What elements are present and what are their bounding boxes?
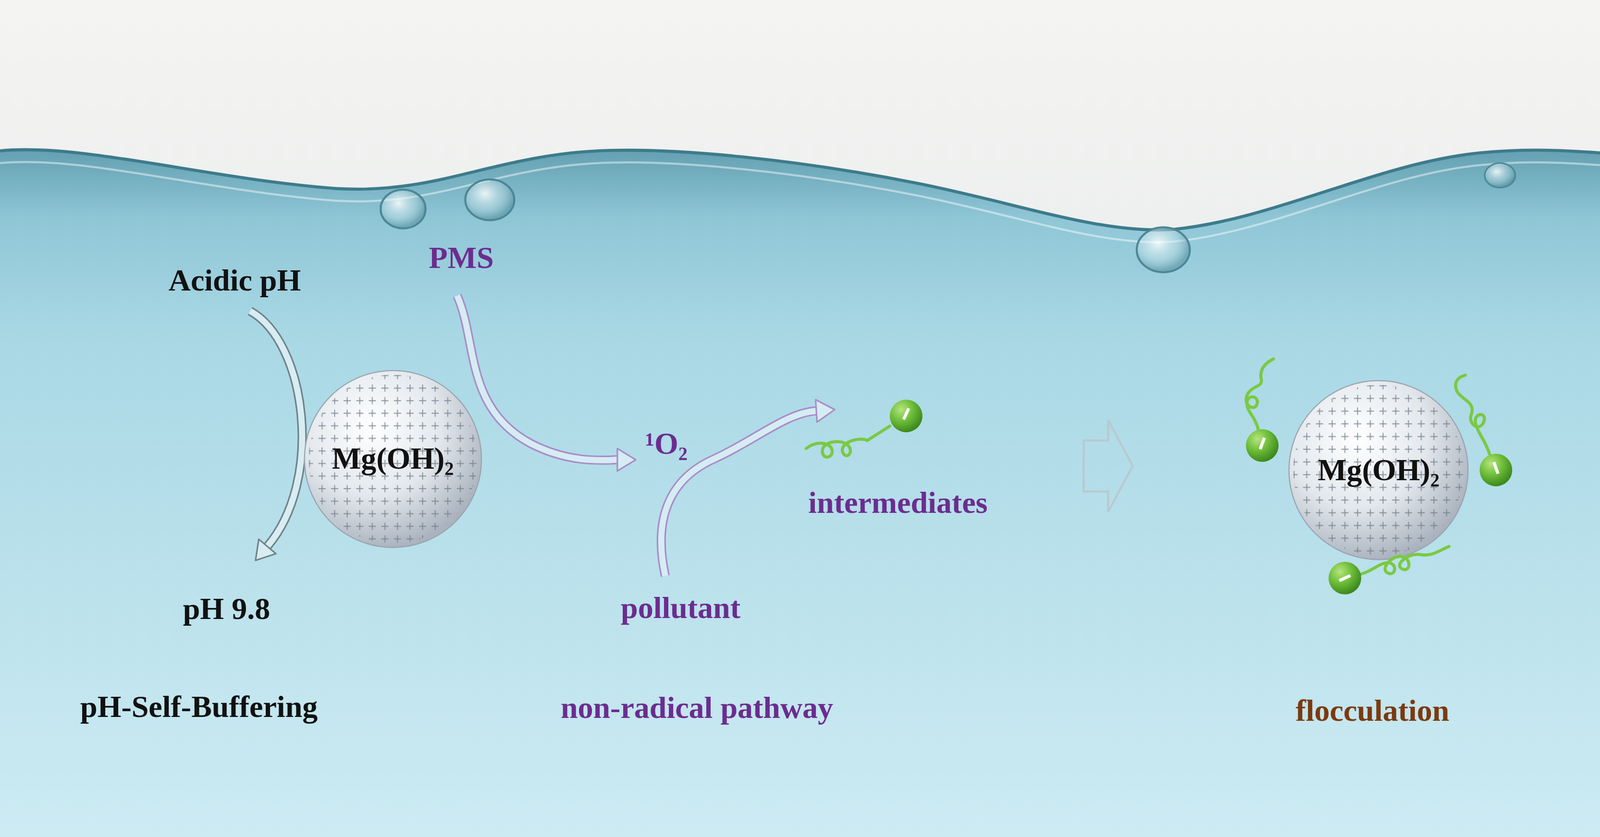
charge-pattern — [1292, 384, 1464, 556]
water-body — [0, 149, 1600, 837]
intermediate-molecule — [806, 358, 1490, 575]
charge-pattern — [308, 374, 478, 544]
sphere-body — [1289, 381, 1469, 561]
buffering-arrow — [249, 311, 303, 562]
reactant-label: pollutant — [620, 591, 741, 625]
product-label: intermediates — [808, 486, 988, 519]
stage-title: pH-Self-Buffering — [80, 690, 318, 724]
ph-label: Acidic pH — [168, 264, 302, 297]
activation-arrow — [456, 295, 636, 472]
charge-ball — [889, 399, 1513, 595]
node-text: Mg(OH)₂ — [1317, 453, 1440, 488]
stage-title: non-radical pathway — [560, 691, 834, 725]
ph-label: pH 9.8 — [183, 592, 271, 626]
surface-highlight — [0, 161, 1600, 243]
bubbles — [380, 163, 1516, 273]
species-label: ¹O₂ — [645, 427, 688, 460]
reagent-label: PMS — [428, 242, 494, 275]
particle-sphere: Mg(OH)₂ — [303, 369, 483, 550]
stage-title: flocculation — [1295, 695, 1450, 728]
sphere-body — [304, 370, 482, 548]
node-text: Mg(OH)₂ — [332, 442, 455, 476]
block-arrow — [1083, 420, 1133, 513]
particle-sphere: Mg(OH)₂ — [1287, 379, 1470, 562]
